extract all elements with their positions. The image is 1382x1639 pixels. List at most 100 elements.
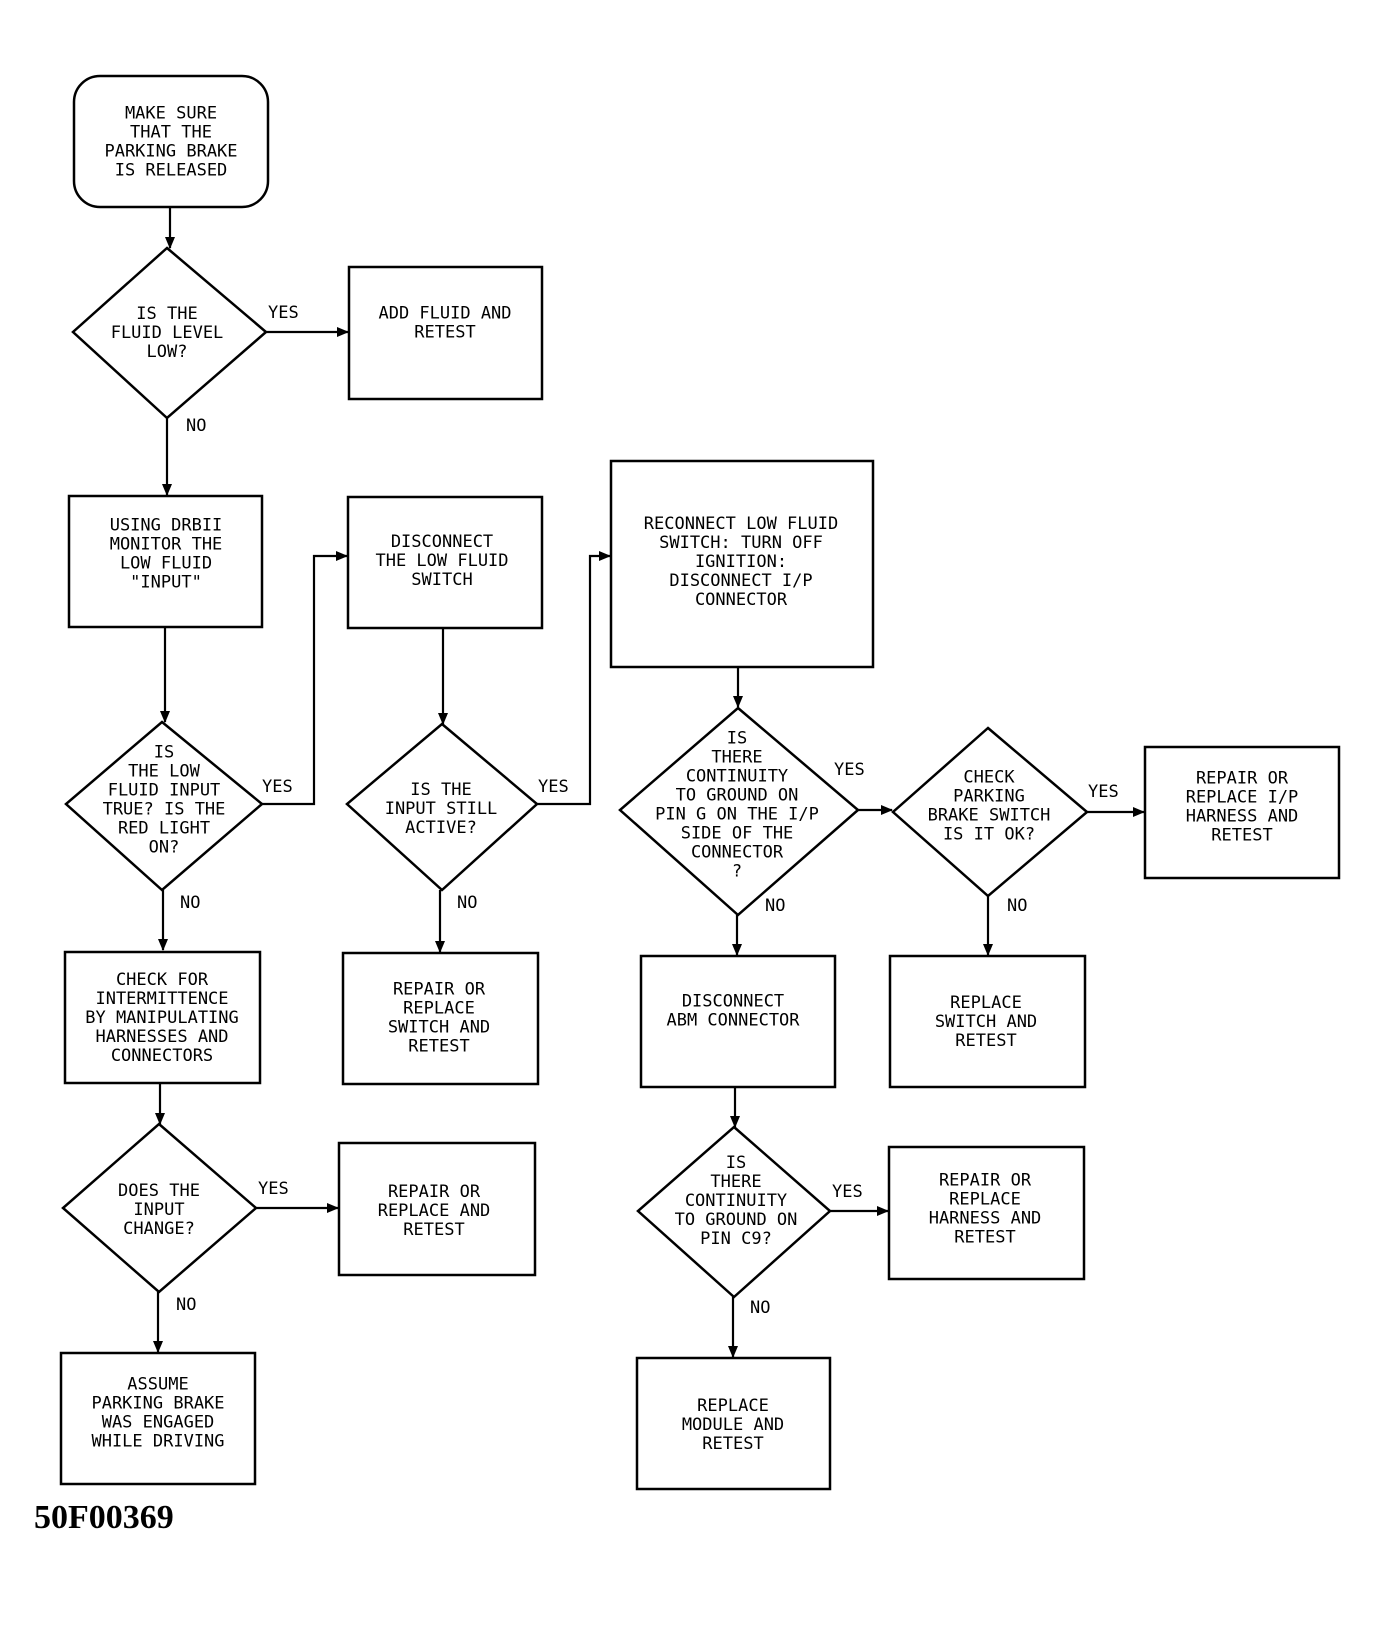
yes-label: YES — [832, 1182, 863, 1202]
node-label-line: MODULE AND — [682, 1415, 784, 1435]
node-label-line: TO GROUND ON — [675, 1210, 798, 1230]
no-label: NO — [765, 896, 785, 916]
node-label-line: RETEST — [702, 1434, 763, 1454]
node-label-line: DOES THE — [118, 1181, 200, 1201]
yes-label: YES — [258, 1179, 289, 1199]
node-label-line: LOW FLUID — [120, 554, 212, 574]
node-label-line: WAS ENGAGED — [102, 1413, 215, 1433]
no-label: NO — [180, 893, 200, 913]
yes-label: YES — [834, 760, 865, 780]
node-label-line: CONNECTOR — [691, 843, 784, 863]
node-label-line: RETEST — [955, 1031, 1016, 1051]
node-label-line: PIN G ON THE I/P — [655, 805, 819, 825]
node-label-line: RED LIGHT — [118, 819, 210, 839]
node-label-line: IS THE — [136, 304, 197, 324]
edge-still-active-yes — [537, 551, 611, 806]
node-label-line: CHECK FOR — [116, 970, 209, 990]
node-label-line: REPLACE — [697, 1396, 769, 1416]
yes-label: YES — [268, 303, 299, 323]
node-label-line: "INPUT" — [130, 573, 202, 593]
node-label-line: PARKING BRAKE — [104, 142, 237, 162]
node-label-line: THERE — [711, 748, 762, 768]
node-label-line: MAKE SURE — [125, 104, 217, 124]
connectors — [153, 207, 1145, 1358]
node-label-line: REPAIR OR — [1196, 769, 1289, 789]
node-label-line: ACTIVE? — [405, 818, 477, 838]
node-label-line: RETEST — [403, 1220, 464, 1240]
node-label-line: REPLACE AND — [378, 1201, 491, 1221]
node-label-line: CHANGE? — [123, 1219, 195, 1239]
node-label-line: REPAIR OR — [939, 1171, 1032, 1191]
node-label-line: DISCONNECT — [391, 532, 493, 552]
node-label-line: SWITCH: TURN OFF — [659, 533, 823, 553]
node-label-line: RETEST — [414, 323, 475, 343]
node-label-line: PARKING — [953, 787, 1025, 807]
no-label: NO — [1007, 896, 1027, 916]
node-label-line: IS IT OK? — [943, 825, 1035, 845]
node-label-line: ABM CONNECTOR — [666, 1011, 800, 1031]
node-label-line: PIN C9? — [700, 1229, 772, 1249]
node-label-line: IS — [727, 729, 747, 749]
node-label-line: HARNESS AND — [929, 1209, 1042, 1229]
node-label-line: THAT THE — [130, 123, 212, 143]
node-label-line: IS RELEASED — [115, 161, 228, 181]
node-label-line: ADD FLUID AND — [378, 304, 511, 324]
no-label: NO — [750, 1298, 770, 1318]
node-label-line: THERE — [710, 1172, 761, 1192]
node-label-line: TRUE? IS THE — [103, 800, 226, 820]
no-label: NO — [186, 416, 206, 436]
yes-label: YES — [1088, 782, 1119, 802]
node-label-line: RECONNECT LOW FLUID — [644, 514, 838, 534]
node-label-line: DISCONNECT — [682, 992, 784, 1012]
node-label-line: IS — [154, 743, 174, 763]
node-label-line: RETEST — [408, 1037, 469, 1057]
node-label-line: ASSUME — [127, 1375, 188, 1395]
node-label-line: CONNECTOR — [695, 590, 788, 610]
node-label-line: BRAKE SWITCH — [928, 806, 1051, 826]
node-label-line: SWITCH — [411, 570, 472, 590]
node-label-line: REPAIR OR — [388, 1182, 481, 1202]
node-label-line: TO GROUND ON — [676, 786, 799, 806]
node-label-line: THE LOW — [128, 762, 200, 782]
no-label: NO — [176, 1295, 196, 1315]
node-label-line: LOW? — [147, 342, 188, 362]
node-label-line: CONNECTORS — [111, 1046, 213, 1066]
node-label-line: WHILE DRIVING — [91, 1432, 224, 1452]
node-label-line: INPUT — [133, 1200, 184, 1220]
node-label-line: REPLACE I/P — [1186, 788, 1299, 808]
node-label-line: USING DRBII — [110, 516, 223, 536]
node-label-line: ON? — [149, 838, 180, 858]
node-label-line: REPLACE — [950, 993, 1022, 1013]
node-label-line: THE LOW FLUID — [375, 551, 508, 571]
node-label-line: FLUID INPUT — [108, 781, 221, 801]
